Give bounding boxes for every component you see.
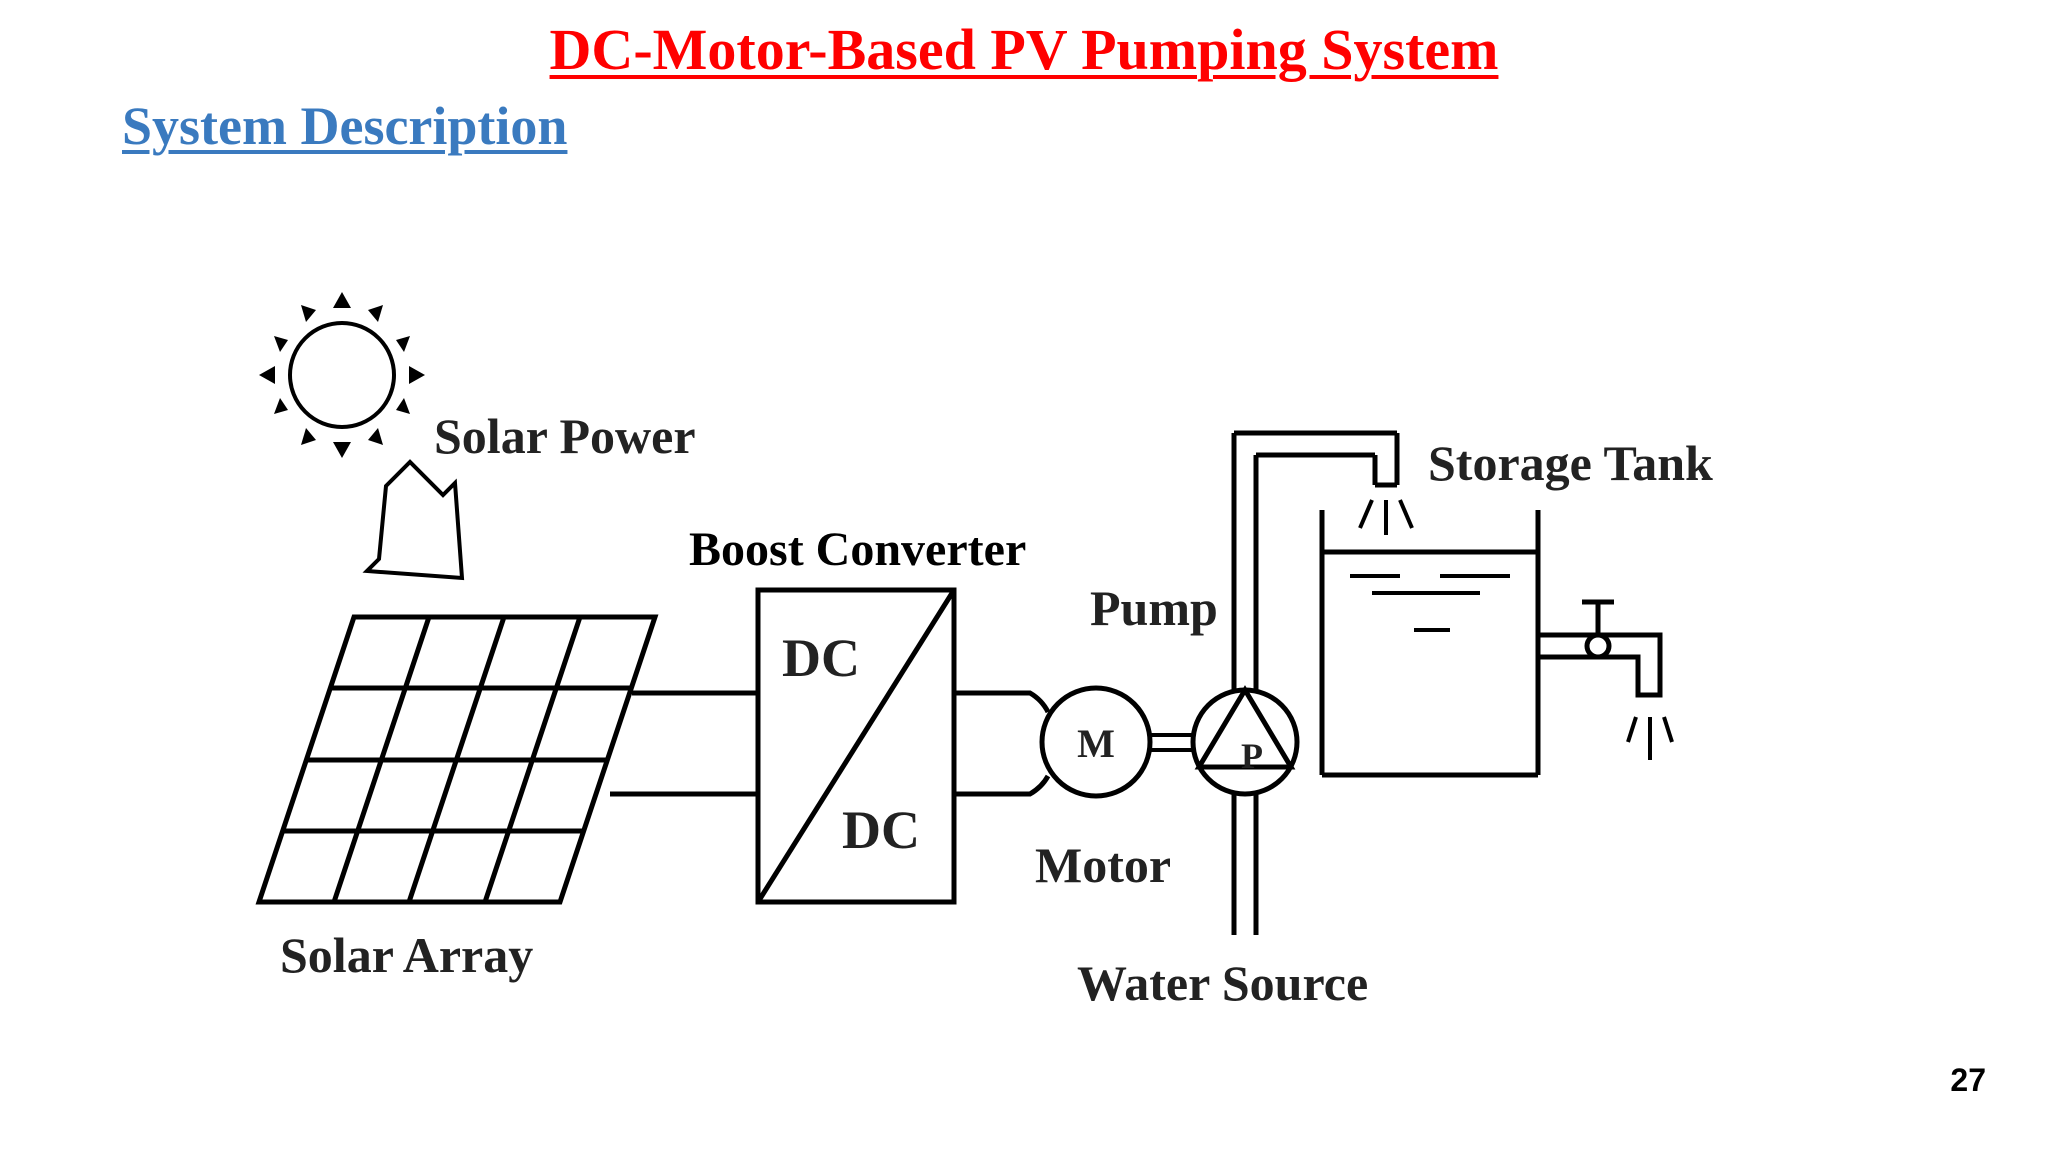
solar-power-arrow xyxy=(362,459,465,581)
water-source-label: Water Source xyxy=(1077,955,1368,1011)
solar-array xyxy=(255,614,659,905)
motor-symbol: M xyxy=(1077,721,1115,766)
dc-input-wires xyxy=(610,690,758,797)
dc-output-label: DC xyxy=(842,800,920,860)
boost-converter-label: Boost Converter xyxy=(689,523,1026,576)
solar-power-label: Solar Power xyxy=(434,408,696,464)
faucet-icon xyxy=(1538,599,1663,698)
pump-symbol: P xyxy=(1241,736,1263,776)
motor-label: Motor xyxy=(1035,837,1171,893)
dc-input-label: DC xyxy=(782,628,860,688)
slide-subtitle: System Description xyxy=(122,96,568,156)
water-spray-icon xyxy=(1358,499,1414,535)
storage-tank-label: Storage Tank xyxy=(1428,435,1713,491)
motor-pump-shaft xyxy=(1150,733,1192,752)
motor xyxy=(1039,685,1153,799)
slide-title: DC-Motor-Based PV Pumping System xyxy=(549,17,1499,82)
sun-icon xyxy=(259,292,425,458)
storage-tank xyxy=(1319,510,1541,778)
pump xyxy=(1190,685,1300,797)
dc-output-wires xyxy=(954,690,1051,797)
faucet-drip-icon xyxy=(1626,716,1674,760)
boost-converter xyxy=(755,587,957,905)
water-level-icon xyxy=(1350,574,1510,632)
pump-label: Pump xyxy=(1090,580,1218,636)
solar-array-label: Solar Array xyxy=(280,927,533,983)
water-pipe xyxy=(1231,430,1400,935)
page-number: 27 xyxy=(1950,1062,1986,1098)
